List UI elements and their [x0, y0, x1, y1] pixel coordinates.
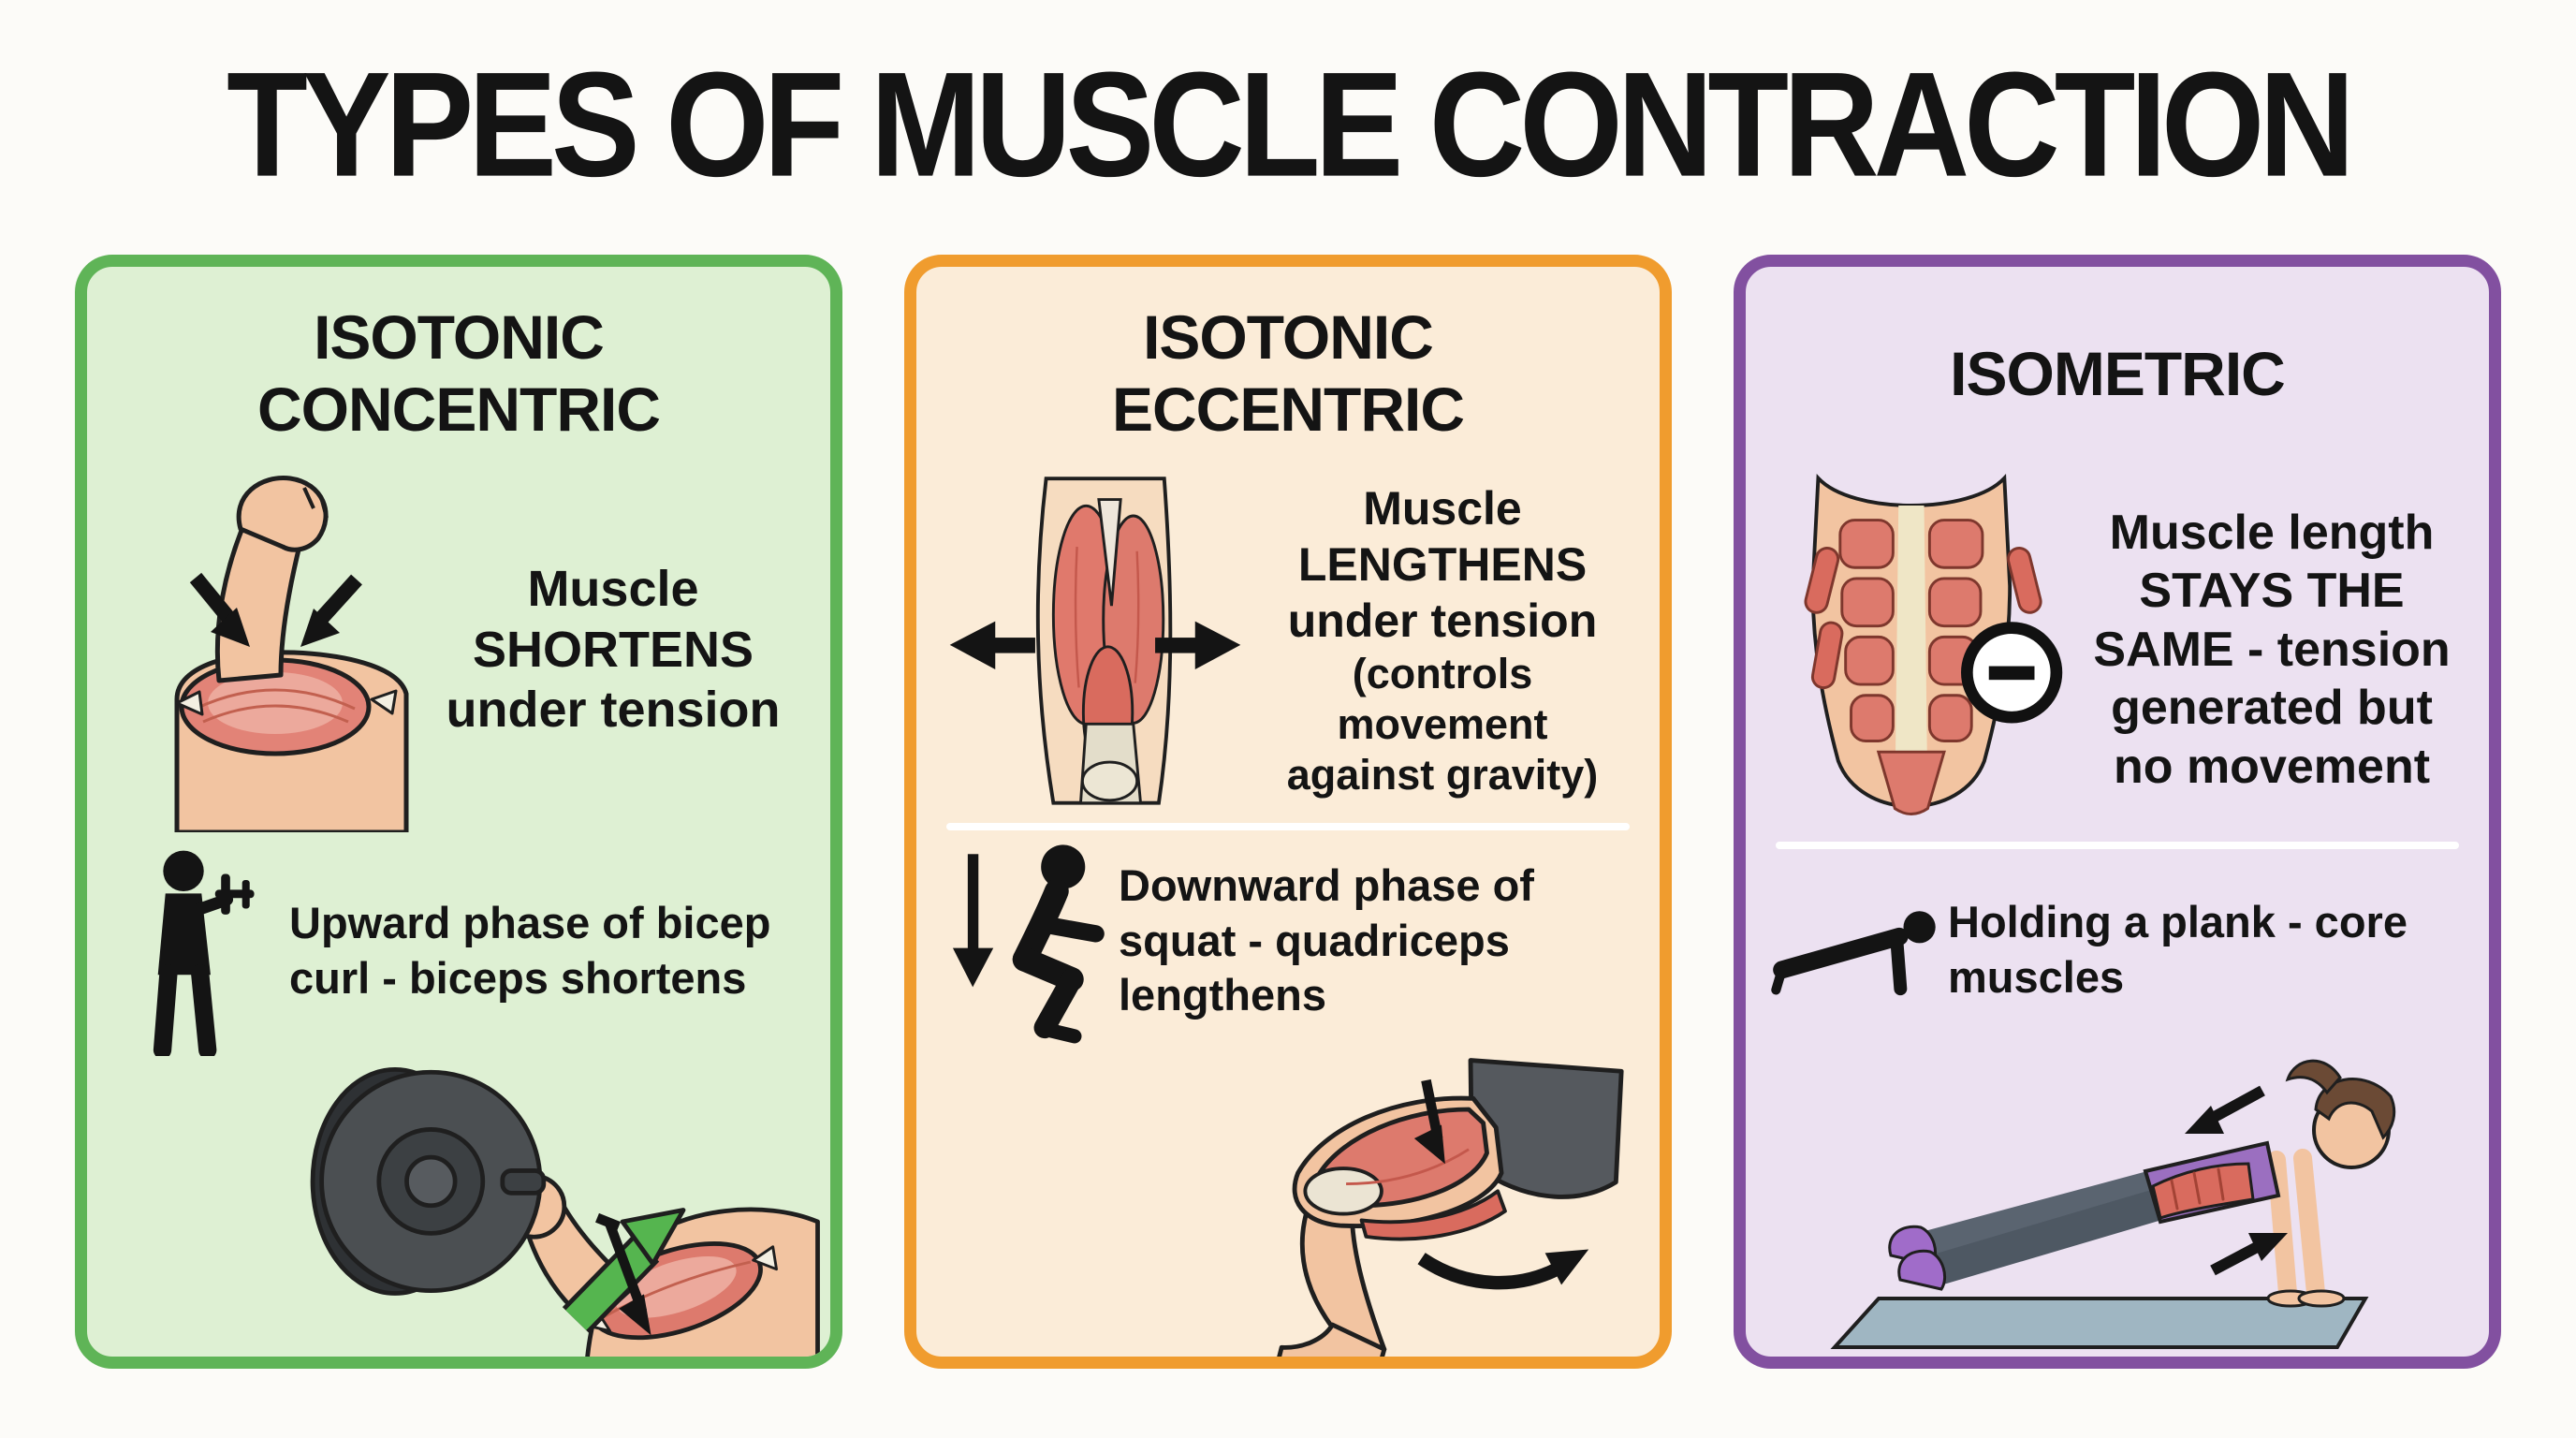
description-line: STAYS THE	[2139, 564, 2405, 619]
description-line: under tension	[1287, 594, 1598, 647]
curved-right-arrow-icon	[1417, 1249, 1589, 1290]
squat-figure-illustration	[941, 834, 1119, 1048]
quadriceps-outward-arrows-icon	[949, 477, 1241, 805]
panel-main-row: Muscle LENGTHENS under tension (controls…	[941, 467, 1635, 814]
panel-heading-line1: ISOTONIC	[1143, 302, 1434, 373]
down-arrow-icon	[952, 854, 994, 988]
figure-holding-dumbbell-illustration	[111, 845, 289, 1056]
description-line: against gravity)	[1286, 750, 1599, 799]
panel-heading-line2: CONCENTRIC	[257, 374, 661, 444]
arrow-toward-core-bottom-icon	[2210, 1233, 2288, 1276]
plank-figure-icon	[1771, 911, 1936, 996]
inward-arrows-icon	[189, 572, 362, 624]
panel-bottom-illustration	[941, 1048, 1630, 1357]
panels-row: ISOTONIC CONCENTRIC	[75, 255, 2501, 1369]
white-divider	[946, 822, 1630, 830]
outward-arrows-icon	[949, 621, 1241, 670]
figure-holding-dumbbell-icon	[153, 850, 255, 1056]
description-line: SHORTENS	[472, 621, 754, 678]
panel-isotonic-concentric: ISOTONIC CONCENTRIC	[75, 255, 842, 1369]
minus-circle-icon	[1960, 622, 2062, 724]
arrow-toward-core-top-icon	[2185, 1085, 2265, 1134]
panel-example-row: Downward phase of squat - quadriceps len…	[941, 834, 1635, 1048]
black-pin-arrow-icon	[595, 1212, 651, 1336]
flexed-arm-inward-arrows-icon	[174, 476, 409, 832]
description-line: Muscle	[1363, 481, 1522, 535]
panel-main-row: Muscle length STAYS THE SAME - tension g…	[1770, 467, 2465, 832]
quadriceps-illustration	[941, 469, 1250, 811]
panel-bottom-illustration	[111, 1056, 821, 1357]
description-line: Muscle	[527, 560, 699, 617]
green-up-arrow-icon	[562, 1208, 686, 1334]
plank-figure-illustration	[1770, 894, 1948, 1006]
description-line: no movement	[2113, 739, 2431, 794]
abdominal-muscles-illustration	[1770, 467, 2079, 832]
description-line: generated but	[2111, 681, 2433, 736]
white-divider	[1776, 842, 2459, 850]
flexed-bicep-arm-illustration	[111, 467, 420, 832]
panel-heading-line2: ECCENTRIC	[1111, 374, 1465, 444]
plank-woman-illustration	[1830, 1059, 2396, 1349]
panel-isotonic-eccentric: ISOTONIC ECCENTRIC	[904, 255, 1672, 1369]
description-line: (controls movement	[1337, 649, 1548, 748]
example-text: Holding a plank - core muscles	[1948, 897, 2408, 1003]
panel-heading: ISOMETRIC	[1770, 280, 2465, 467]
panel-heading-line1: ISOMETRIC	[1950, 338, 2286, 408]
dumbbell-curl-illustration	[310, 1066, 820, 1357]
panel-heading-line1: ISOTONIC	[314, 302, 605, 373]
panel-heading: ISOTONIC CONCENTRIC	[111, 280, 806, 467]
description-line: LENGTHENS	[1297, 537, 1588, 591]
panel-description: Muscle length STAYS THE SAME - tension g…	[2079, 504, 2465, 796]
squat-leg-illustration	[1277, 1058, 1624, 1357]
panel-description: Muscle LENGTHENS under tension (controls…	[1250, 480, 1635, 800]
panel-isometric: ISOMETRIC	[1734, 255, 2501, 1369]
page-title: TYPES OF MUSCLE CONTRACTION	[227, 41, 2355, 209]
panel-heading: ISOTONIC ECCENTRIC	[941, 280, 1635, 467]
description-line: SAME - tension	[2093, 622, 2451, 677]
down-arrow-icon	[1413, 1078, 1445, 1165]
abs-minus-circle-icon	[1804, 473, 2062, 815]
example-text: Downward phase of squat - quadriceps len…	[1119, 859, 1534, 1020]
panel-example-row: Holding a plank - core muscles	[1770, 853, 2465, 1048]
description-line: Muscle length	[2109, 506, 2435, 561]
squat-figure-down-arrow-icon	[952, 844, 1105, 1044]
description-line: under tension	[446, 682, 781, 739]
example-text: Upward phase of bicep curl - biceps shor…	[289, 897, 771, 1003]
panel-description: Muscle SHORTENS under tension	[420, 559, 806, 741]
panel-example-row: Upward phase of bicep curl - biceps shor…	[111, 845, 806, 1056]
panel-main-row: Muscle SHORTENS under tension	[111, 467, 806, 832]
panel-bottom-illustration	[1759, 1048, 2476, 1357]
